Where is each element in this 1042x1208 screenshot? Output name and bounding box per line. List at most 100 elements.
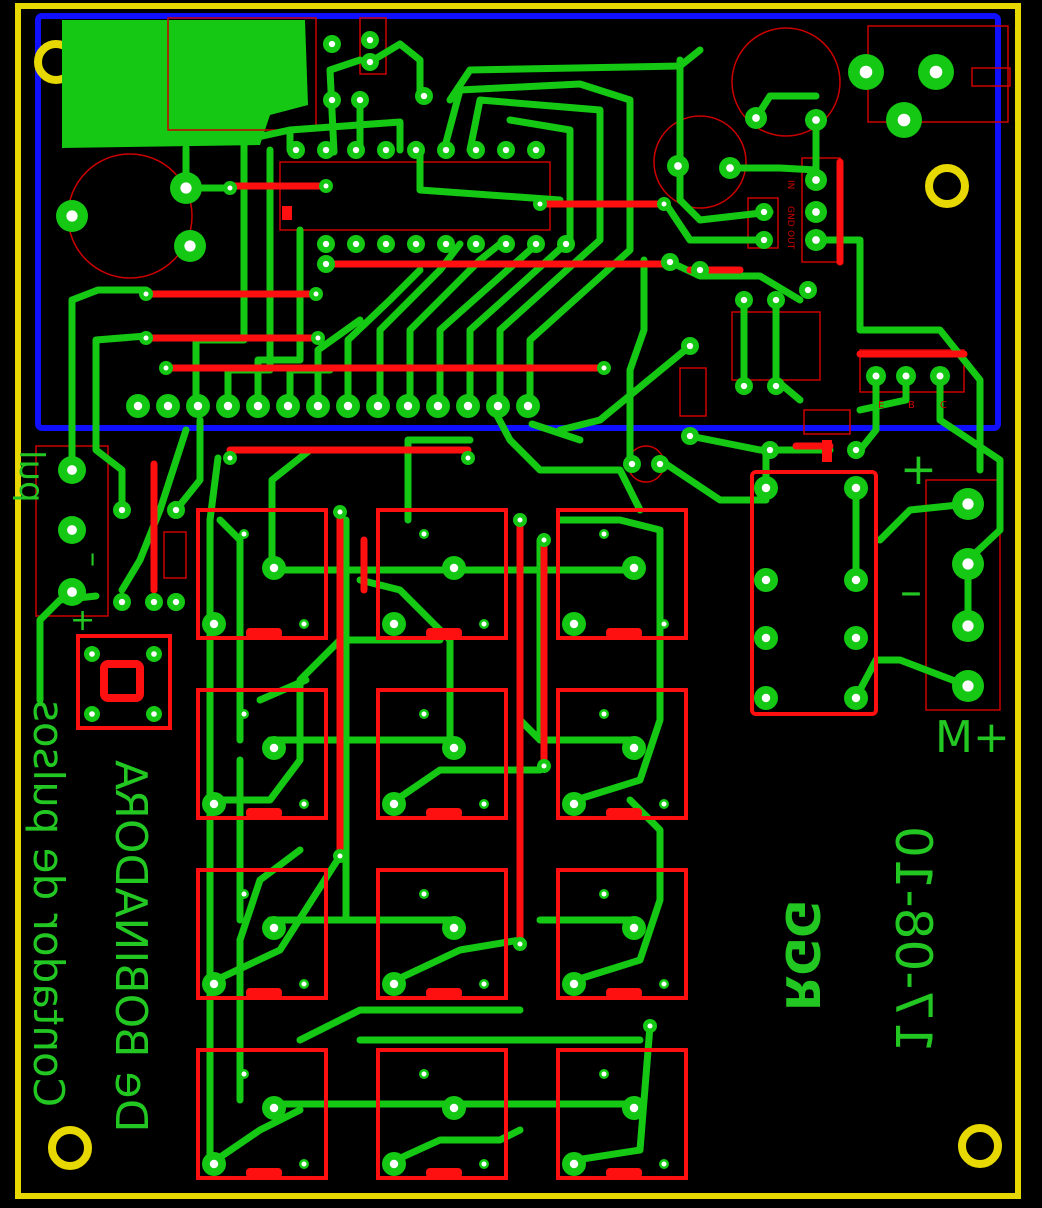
drill-hole — [322, 146, 330, 154]
drill-hole — [812, 176, 820, 184]
drill-hole — [241, 531, 247, 537]
drill-hole — [301, 801, 307, 807]
drill-hole — [89, 711, 95, 717]
drill-hole — [852, 446, 860, 454]
drill-hole — [301, 621, 307, 627]
drill-hole — [472, 240, 480, 248]
drill-hole — [772, 382, 780, 390]
drill-hole — [241, 891, 247, 897]
drill-hole — [172, 598, 180, 606]
drill-hole — [761, 483, 771, 493]
drill-hole — [421, 891, 427, 897]
drill-hole — [696, 266, 704, 274]
drill-hole — [851, 575, 861, 585]
input-label: pul — [11, 450, 51, 503]
q-pin-b: B — [908, 400, 915, 411]
drill-hole — [449, 563, 459, 573]
drill-hole — [323, 183, 329, 189]
drill-hole — [465, 455, 471, 461]
ic-notch — [282, 206, 292, 220]
drill-hole — [292, 146, 300, 154]
drill-hole — [740, 296, 748, 304]
drill-hole — [227, 455, 233, 461]
drill-hole — [433, 401, 443, 411]
reset-button-pad — [100, 660, 144, 702]
drill-hole — [686, 432, 694, 440]
drill-hole — [601, 531, 607, 537]
pads — [56, 31, 984, 1176]
drill-hole — [209, 979, 219, 989]
drill-hole — [517, 517, 523, 523]
drill-hole — [133, 401, 143, 411]
drill-hole — [661, 201, 667, 207]
drill-hole — [962, 498, 974, 510]
board-outline — [15, 3, 1021, 1199]
drill-hole — [382, 240, 390, 248]
diode-band — [822, 440, 832, 462]
drill-hole — [472, 146, 480, 154]
drill-hole — [629, 923, 639, 933]
drill-hole — [151, 711, 157, 717]
drill-hole — [569, 1159, 579, 1169]
drill-hole — [163, 401, 173, 411]
drill-hole — [269, 563, 279, 573]
drill-hole — [442, 240, 450, 248]
drill-hole — [269, 743, 279, 753]
drill-hole — [449, 743, 459, 753]
drill-hole — [661, 801, 667, 807]
drill-hole — [89, 651, 95, 657]
drill-hole — [223, 401, 233, 411]
drill-hole — [628, 460, 636, 468]
drill-hole — [352, 240, 360, 248]
drill-hole — [163, 365, 169, 371]
drill-hole — [872, 372, 880, 380]
drill-hole — [537, 201, 543, 207]
drill-hole — [412, 146, 420, 154]
drill-hole — [151, 651, 157, 657]
drill-hole — [442, 146, 450, 154]
regulator-pin-labels: IN GND OUT — [785, 180, 795, 250]
drill-hole — [629, 1103, 639, 1113]
drill-hole — [337, 853, 343, 859]
drill-hole — [569, 799, 579, 809]
drill-hole — [421, 1071, 427, 1077]
drill-hole — [493, 401, 503, 411]
drill-hole — [373, 401, 383, 411]
motor-label: M+ — [935, 712, 1010, 763]
drill-hole — [301, 981, 307, 987]
drill-hole — [601, 365, 607, 371]
input-minus-sign: – — [76, 552, 111, 567]
drill-hole — [356, 96, 364, 104]
drill-hole — [661, 621, 667, 627]
drill-hole — [929, 65, 943, 79]
keypad-switch-tabs — [246, 628, 642, 1178]
drill-hole — [812, 208, 820, 216]
reset-button-outline — [76, 634, 172, 730]
drill-hole — [118, 598, 126, 606]
drill-hole — [193, 401, 203, 411]
drill-hole — [389, 1159, 399, 1169]
drill-hole — [569, 619, 579, 629]
drill-hole — [760, 208, 768, 216]
q-pin-e: E — [878, 400, 884, 411]
drill-hole — [517, 941, 523, 947]
drill-hole — [241, 1071, 247, 1077]
drill-hole — [352, 146, 360, 154]
drill-hole — [143, 291, 149, 297]
drill-hole — [337, 509, 343, 515]
drill-hole — [481, 621, 487, 627]
drill-hole — [740, 382, 748, 390]
drill-hole — [629, 563, 639, 573]
power-plus-sign: + — [900, 444, 937, 495]
drill-hole — [541, 763, 547, 769]
drill-hole — [601, 711, 607, 717]
drill-hole — [936, 372, 944, 380]
drill-hole — [172, 506, 180, 514]
drill-hole — [674, 162, 682, 170]
drill-hole — [366, 58, 374, 66]
drill-hole — [804, 286, 812, 294]
keepout-area — [35, 13, 1001, 431]
drill-hole — [420, 92, 428, 100]
drill-hole — [502, 146, 510, 154]
